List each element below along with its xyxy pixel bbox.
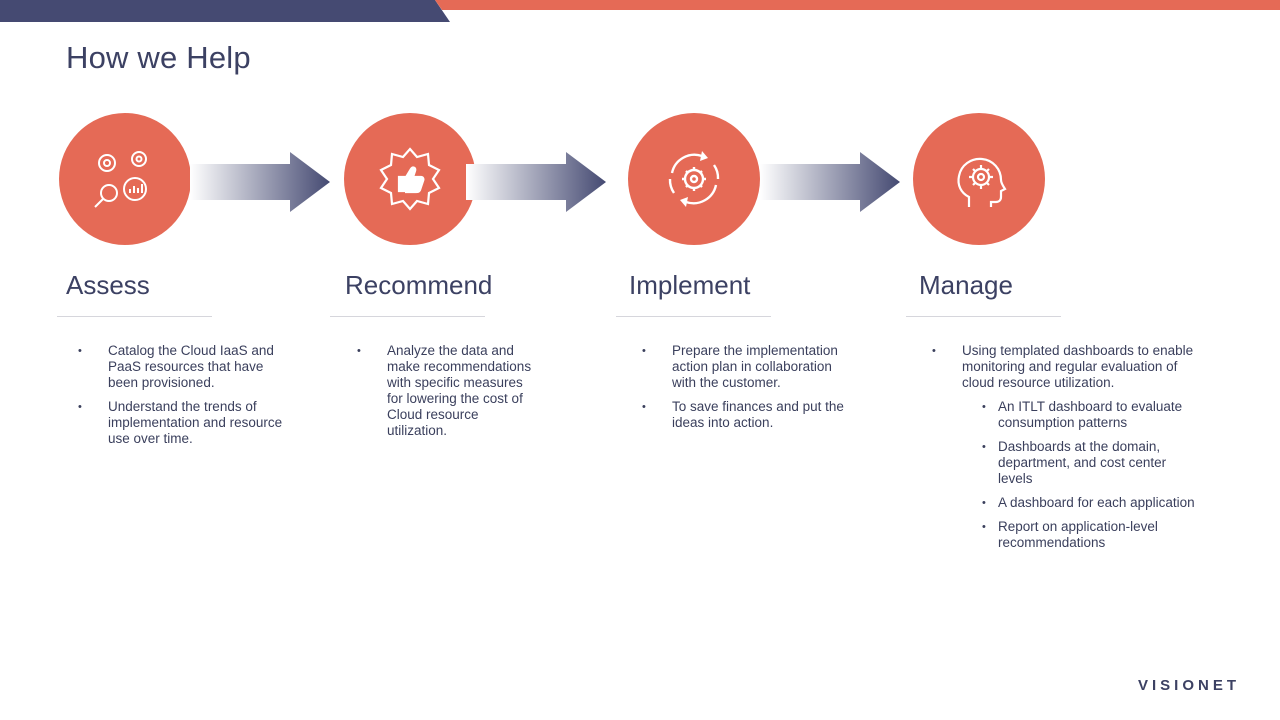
list-item: Catalog the Cloud IaaS and PaaS resource… <box>78 343 283 391</box>
recommend-bullets: Analyze the data and make recommendation… <box>357 343 542 447</box>
manage-bullets: Using templated dashboards to enable mon… <box>932 343 1204 559</box>
arrow-1 <box>190 152 330 212</box>
step-title-assess: Assess <box>66 270 150 300</box>
gears-analytics-icon <box>94 151 147 208</box>
implement-circle <box>628 113 760 245</box>
sub-list-item: Report on application-level recommendati… <box>962 519 1198 551</box>
list-item: Analyze the data and make recommendation… <box>357 343 542 439</box>
assess-bullets: Catalog the Cloud IaaS and PaaS resource… <box>78 343 283 455</box>
page-title: How we Help <box>66 40 251 75</box>
divider-manage <box>906 316 1061 317</box>
list-item-text: Using templated dashboards to enable mon… <box>962 343 1194 390</box>
divider-implement <box>616 316 771 317</box>
top-accent-bars <box>0 0 1280 22</box>
sub-list-item: An ITLT dashboard to evaluate consumptio… <box>962 399 1198 431</box>
manage-sub-bullets: An ITLT dashboard to evaluate consumptio… <box>962 399 1204 551</box>
arrow-3 <box>760 152 900 212</box>
implement-bullets: Prepare the implementation action plan i… <box>642 343 847 439</box>
visionet-logo: VISIONET <box>1137 677 1240 694</box>
list-item: Prepare the implementation action plan i… <box>642 343 847 391</box>
recommend-circle <box>344 113 476 245</box>
assess-circle <box>59 113 191 245</box>
step-title-manage: Manage <box>919 270 1013 300</box>
divider-recommend <box>330 316 485 317</box>
sub-list-item: Dashboards at the domain, department, an… <box>962 439 1198 487</box>
step-title-implement: Implement <box>629 270 751 300</box>
sub-list-item: A dashboard for each application <box>962 495 1198 511</box>
cycle-gear-icon <box>668 151 720 207</box>
arrow-2 <box>466 152 606 212</box>
manage-circle <box>913 113 1045 245</box>
list-item: Understand the trends of implementation … <box>78 399 283 447</box>
thumbs-up-badge-icon <box>379 147 441 211</box>
step-title-recommend: Recommend <box>345 270 493 300</box>
head-gear-icon <box>957 157 1007 207</box>
list-item: To save finances and put the ideas into … <box>642 399 847 431</box>
list-item: Using templated dashboards to enable mon… <box>932 343 1204 551</box>
divider-assess <box>57 316 212 317</box>
